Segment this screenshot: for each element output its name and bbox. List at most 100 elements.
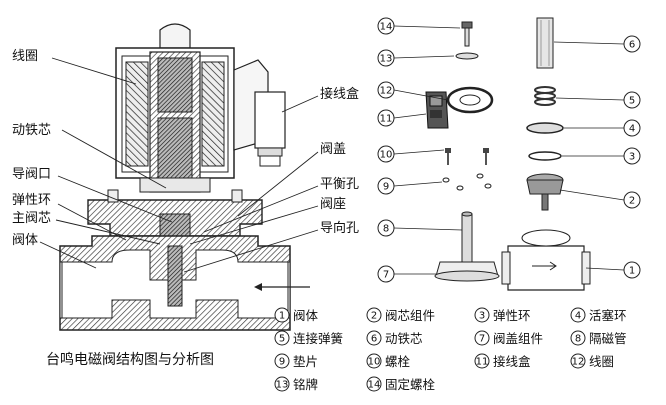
svg-text:动铁芯: 动铁芯 [385, 331, 423, 346]
svg-text:连接弹簧: 连接弹簧 [293, 331, 343, 346]
callout-leaders [393, 25, 625, 275]
label-main-core: 主阀芯 [12, 211, 51, 226]
svg-text:5: 5 [279, 334, 285, 345]
svg-text:阀芯组件: 阀芯组件 [385, 308, 435, 323]
legend-item-10: 10 螺栓 [366, 353, 411, 369]
svg-text:2: 2 [371, 311, 377, 322]
svg-text:10: 10 [368, 357, 381, 368]
legend-item-13: 13 铭牌 [274, 376, 318, 392]
svg-text:11: 11 [476, 357, 489, 368]
label-coil: 线圈 [12, 49, 38, 64]
legend-item-6: 6 动铁芯 [366, 330, 423, 346]
svg-text:9: 9 [279, 357, 285, 368]
callout-10: 10 [377, 145, 395, 163]
label-junction-box: 接线盒 [320, 86, 359, 102]
part-14-screw [461, 21, 473, 47]
svg-text:铭牌: 铭牌 [293, 377, 318, 392]
legend-item-5: 5 连接弹簧 [274, 330, 343, 346]
part-8-isolation-tube [461, 211, 473, 263]
label-bonnet: 阀盖 [320, 142, 346, 157]
label-body: 阀体 [12, 233, 38, 248]
legend-item-2: 2 阀芯组件 [366, 307, 435, 323]
callout-group: 14 13 12 11 10 9 8 7 6 5 4 3 2 1 [377, 17, 641, 283]
svg-text:7: 7 [479, 334, 485, 345]
legend-item-3: 3 弹性环 [474, 307, 531, 323]
part-5-spring [534, 86, 556, 106]
svg-text:阀盖组件: 阀盖组件 [493, 331, 543, 346]
callout-13: 13 [377, 49, 395, 67]
svg-text:隔磁管: 隔磁管 [589, 331, 627, 346]
legend-item-9: 9 垫片 [274, 353, 318, 369]
label-elastic-ring: 弹性环 [12, 193, 51, 208]
label-moving-core: 动铁芯 [12, 123, 51, 138]
callout-9: 9 [377, 177, 395, 195]
label-seat: 阀座 [320, 197, 346, 212]
callout-8: 8 [377, 219, 395, 237]
part-2-core-assembly [526, 173, 564, 211]
exploded-parts [425, 17, 591, 291]
callout-11: 11 [377, 109, 395, 127]
legend-item-1: 1 阀体 [274, 307, 319, 323]
callout-3: 3 [623, 147, 641, 165]
svg-text:10: 10 [380, 150, 393, 161]
right-leaders [183, 95, 319, 273]
svg-text:14: 14 [368, 380, 381, 391]
callout-7: 7 [377, 265, 395, 283]
legend-item-4: 4 活塞环 [570, 307, 627, 323]
callout-1: 1 [623, 261, 641, 279]
svg-text:3: 3 [629, 152, 635, 163]
callout-2: 2 [623, 191, 641, 209]
svg-text:12: 12 [380, 86, 393, 97]
left-leaders [39, 57, 173, 269]
svg-text:8: 8 [383, 224, 389, 235]
cross-section [59, 23, 310, 331]
svg-text:8: 8 [575, 334, 581, 345]
part-13-nameplate [455, 52, 479, 60]
svg-text:12: 12 [572, 357, 585, 368]
svg-text:3: 3 [479, 311, 485, 322]
svg-text:4: 4 [575, 311, 581, 322]
svg-text:6: 6 [371, 334, 377, 345]
diagram-caption: 台鸣电磁阀结构图与分析图 [46, 351, 214, 368]
legend-item-8: 8 隔磁管 [570, 330, 627, 346]
legend-item-7: 7 阀盖组件 [474, 330, 543, 346]
svg-text:垫片: 垫片 [293, 354, 318, 369]
svg-text:1: 1 [629, 266, 635, 277]
svg-text:2: 2 [629, 196, 635, 207]
part-1-body [501, 229, 591, 291]
svg-text:阀体: 阀体 [293, 308, 319, 323]
legend-item-11: 11 接线盒 [474, 353, 531, 369]
svg-text:接线盒: 接线盒 [493, 354, 531, 369]
svg-text:11: 11 [380, 114, 393, 125]
label-pilot-port: 导阀口 [12, 167, 51, 182]
svg-text:弹性环: 弹性环 [493, 308, 531, 323]
svg-text:7: 7 [383, 270, 389, 281]
callout-14: 14 [377, 17, 395, 35]
part-11-junction-box [425, 91, 449, 129]
callout-5: 5 [623, 91, 641, 109]
callout-4: 4 [623, 119, 641, 137]
part-6-moving-core [536, 17, 554, 69]
svg-text:5: 5 [629, 96, 635, 107]
svg-text:1: 1 [279, 311, 285, 322]
left-label-group: 线圈 动铁芯 导阀口 弹性环 主阀芯 阀体 [12, 49, 51, 248]
part-3-elastic-ring [528, 151, 562, 161]
svg-text:6: 6 [629, 40, 635, 51]
parts-legend: 1 阀体 2 阀芯组件 3 弹性环 4 活塞环 5 连接弹簧 6 动铁芯 7 阀盖组件 8 隔磁… [274, 307, 627, 392]
svg-text:13: 13 [276, 380, 289, 391]
part-12-coil [446, 86, 494, 114]
label-guide-hole: 导向孔 [320, 220, 359, 236]
label-balance-hole: 平衡孔 [320, 177, 359, 192]
svg-text:螺栓: 螺栓 [385, 354, 411, 369]
callout-12: 12 [377, 81, 395, 99]
part-7-bonnet [434, 261, 500, 282]
svg-text:4: 4 [629, 124, 635, 135]
part-4-piston-ring [526, 122, 564, 134]
svg-text:14: 14 [380, 22, 393, 33]
svg-text:活塞环: 活塞环 [589, 308, 627, 323]
right-label-group: 接线盒 阀盖 平衡孔 阀座 导向孔 [320, 86, 359, 236]
svg-text:9: 9 [383, 182, 389, 193]
